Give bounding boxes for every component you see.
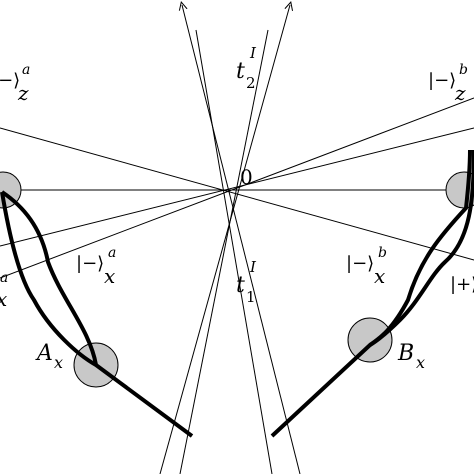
Bx-subscript: x	[416, 353, 425, 372]
ket-z-a-bar: |−⟩	[0, 70, 20, 91]
simultaneity-line-1	[0, 127, 474, 261]
ket-x-b-sub: x	[374, 264, 385, 288]
t1-superscript: I	[249, 258, 257, 276]
ket-x-b-sup: b	[378, 245, 387, 261]
t2-superscript: I	[249, 44, 257, 62]
ket-x-a-sup: a	[108, 245, 116, 261]
ket-x-a-sub: x	[104, 264, 115, 288]
ket-z-a-sub: z	[17, 81, 29, 105]
worldline-right-lower	[270, 149, 474, 438]
time-axis-t2	[195, 29, 273, 474]
left-partial-sub: x	[0, 287, 7, 311]
worldline-left-lower	[0, 191, 194, 438]
Bx-label: B	[397, 341, 414, 366]
t2-base: t	[236, 59, 245, 84]
simultaneity-line-3	[0, 97, 474, 279]
Ax-label: A	[35, 341, 53, 366]
t2-label: t	[236, 59, 245, 84]
ket-x-b-bar: |−⟩	[346, 253, 374, 274]
t1-label: t	[236, 273, 245, 298]
ket-x-a-bar: |−⟩	[76, 253, 104, 274]
origin-label: 0	[240, 165, 253, 189]
t1-base: t	[236, 273, 245, 298]
ket-plus-b: |+⟩	[450, 274, 474, 295]
event-circle-Bx	[347, 317, 393, 363]
t2-subscript: 2	[246, 74, 256, 92]
t1-subscript: 1	[246, 288, 256, 306]
ket-z-b-sub: z	[454, 81, 466, 105]
Ax-subscript: x	[54, 353, 63, 372]
simultaneity-line-2	[0, 127, 474, 247]
worldline-left-upper	[0, 190, 98, 366]
time-axis-right-leaning	[159, 5, 290, 474]
ket-z-b-bar: |−⟩	[428, 70, 456, 91]
time-axis-left-leaning	[182, 5, 301, 474]
ket-z-a-sup: a	[22, 62, 30, 78]
time-axis-t1	[179, 29, 269, 474]
ket-z-b-sup: b	[459, 62, 468, 78]
left-partial-sup: a	[0, 270, 8, 286]
